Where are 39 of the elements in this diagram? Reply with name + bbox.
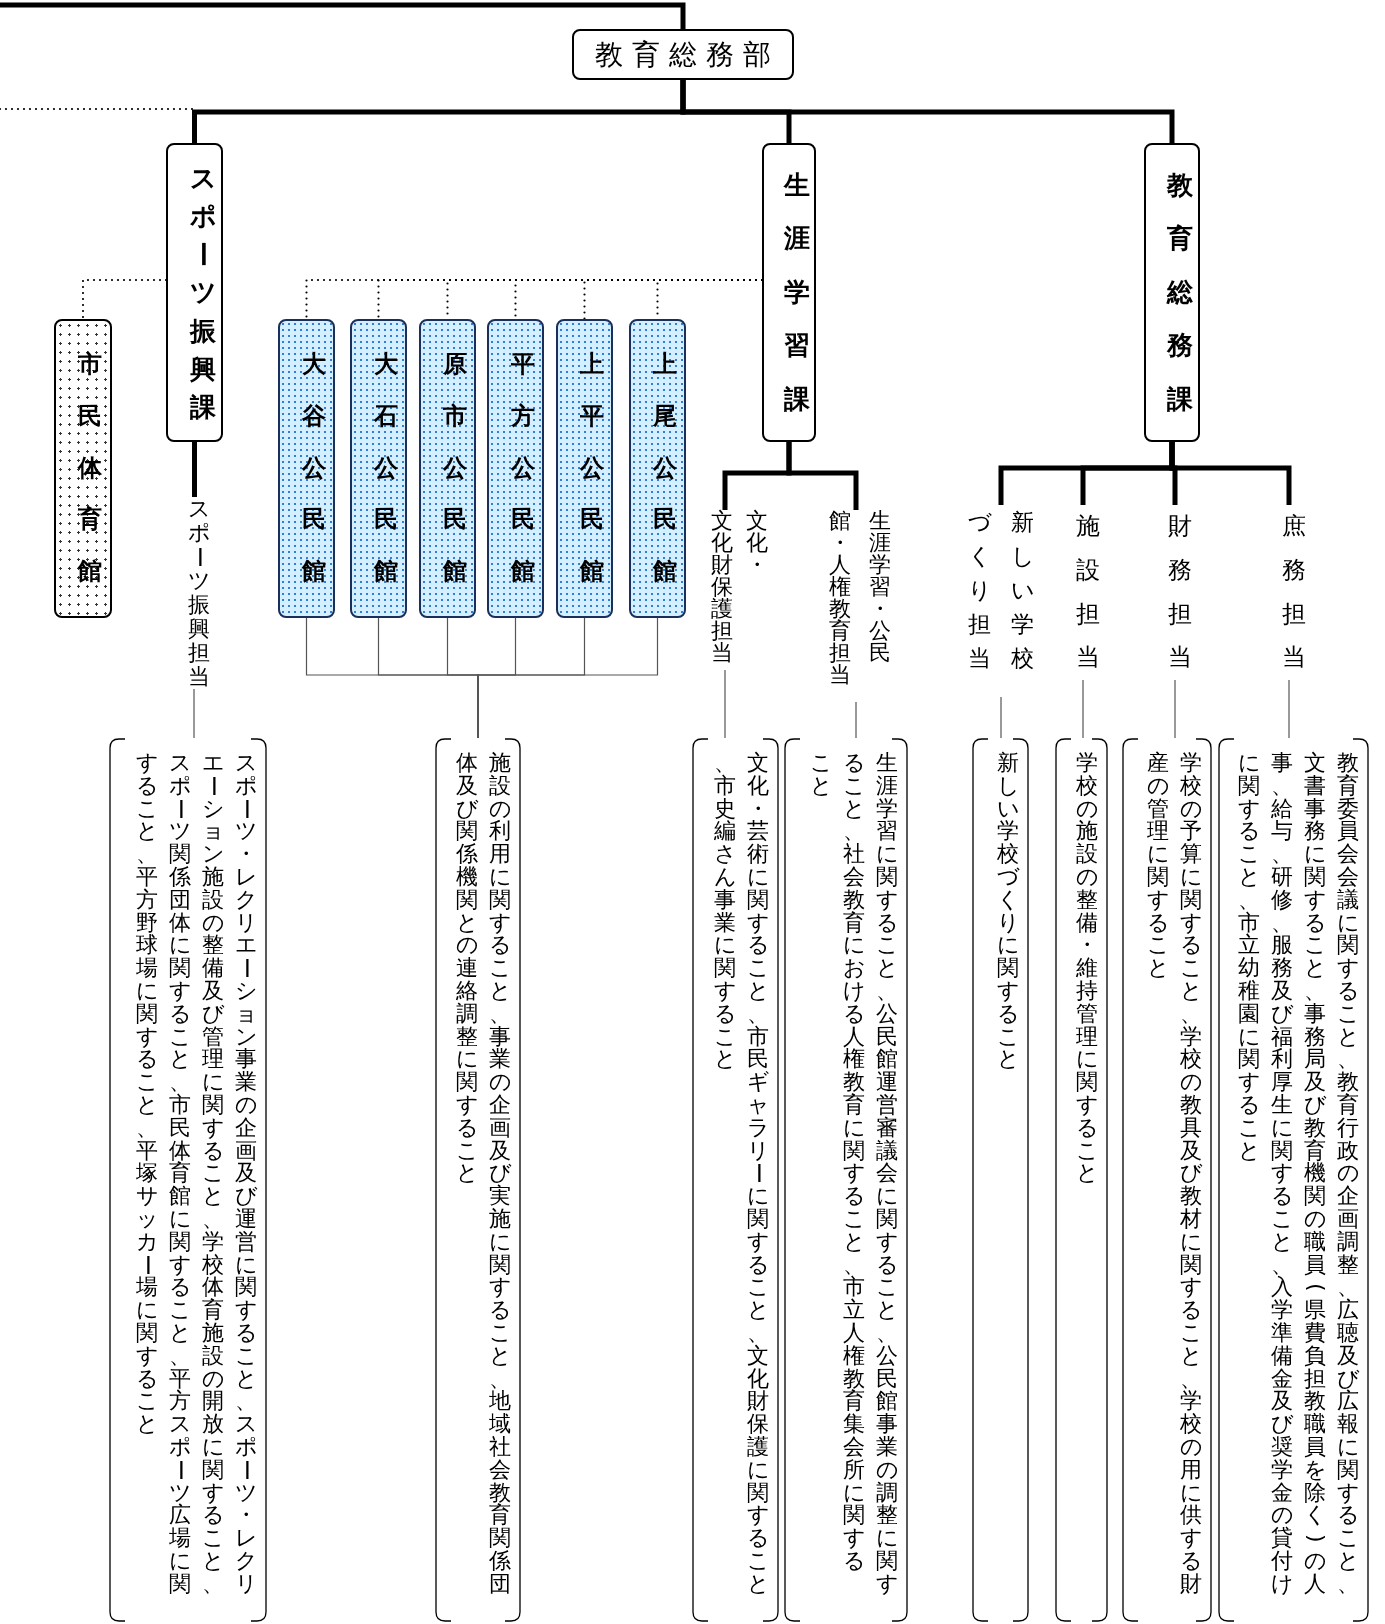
- section-box: 生涯学習課: [762, 143, 816, 442]
- section-box: スポーツ振興課: [166, 143, 223, 442]
- duty-label: 文化・文化財保護担当: [704, 510, 774, 670]
- connector-line: [1174, 679, 1176, 739]
- facility-box: 大谷公民館: [278, 319, 335, 618]
- bracket-box: 生涯学習に関すること、公民館運営審議会に関すること、公民館事業の調整に関すること、社会教育における人権教育に関すること、市立人権教育集会所に関すること: [784, 738, 908, 1622]
- facility-box: 上尾公民館: [629, 319, 686, 618]
- bracket-box: スポーツ・レクリエーション事業の企画及び運営に関すること、スポーツ・レクリエーション施設の整備及び管理に関すること、学校体育施設の開放に関すること、スポーツ関係団体に関すること、市民体育館に関すること、平方スポーツ広場に関すること、平方野球場に関すること、平塚サッカー場に関すること: [109, 738, 267, 1622]
- connector-line: [1082, 679, 1084, 739]
- duty-label: 生涯学習・公民館・人権教育担当: [818, 510, 902, 702]
- bracket-box: 文化・芸術に関すること、市民ギャラリーに関すること、文化財保護に関すること、市史編さん事業に関すること: [692, 738, 779, 1622]
- connector-line: [1000, 696, 1002, 739]
- connector-line: [1288, 679, 1290, 739]
- facility-box: 大石公民館: [350, 319, 407, 618]
- bracket-box: 学校の施設の整備・維持管理に関すること: [1055, 738, 1108, 1622]
- duty-label: 新しい学校づくり担当: [958, 505, 1044, 697]
- bracket-box: 新しい学校づくりに関すること: [972, 738, 1029, 1622]
- connector-line: [786, 442, 859, 510]
- connector-line: [0, 2, 686, 29]
- connector-line: [192, 442, 197, 497]
- duty-label: 施設担当: [1066, 505, 1100, 680]
- duty-label: 庶務担当: [1272, 505, 1306, 680]
- bracket-box: 施設の利用に関すること、事業の企画及び実施に関すること、地域社会教育関係団体及び関係機関との連絡調整に関すること: [435, 738, 521, 1622]
- connector-line: [1169, 442, 1292, 505]
- connector-line: [855, 701, 857, 739]
- facility-box: 平方公民館: [487, 319, 544, 618]
- facility-box: 原市公民館: [419, 319, 476, 618]
- duty-label: スポーツ振興担当: [178, 497, 210, 689]
- connector-line: [193, 688, 195, 739]
- duty-label: 財務担当: [1158, 505, 1192, 680]
- section-box: 教育総務課: [1144, 143, 1200, 442]
- connector-line: [680, 80, 1175, 143]
- facility-box: 上平公民館: [556, 319, 613, 618]
- connector-line: [724, 669, 726, 739]
- connector-line: [477, 617, 659, 739]
- facility-box: 市民体育館: [54, 319, 112, 618]
- bracket-box: 教育委員会会議に関すること、教育行政の企画調整、広聴及び広報に関すること、文書事務に関すること、事務局及び教育機関の職員(県費負担教職員を除く)の人事、給与、研修、服務及び福利厚生に関すること、入学準備金及び奨学金の貸付けに関すること、市立幼稚園に関すること: [1218, 738, 1369, 1622]
- department-box: 教育総務部: [572, 29, 794, 80]
- bracket-box: 学校の予算に関すること、学校の教具及び教材に関すること、学校の用に供する財産の管理に関すること: [1122, 738, 1212, 1622]
